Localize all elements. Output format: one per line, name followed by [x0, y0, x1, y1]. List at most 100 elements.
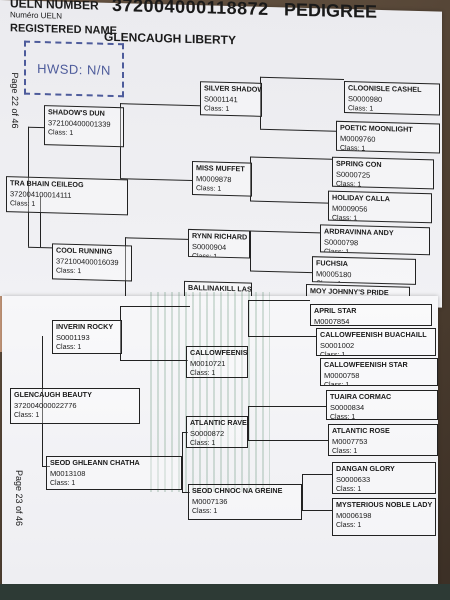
page-label-top: Page 22 of 46	[10, 72, 20, 129]
horse-name: SHADOW'S DUN	[48, 107, 105, 118]
pedigree-box: ATLANTIC ROSE M0007753 Class: 1	[328, 424, 438, 456]
pedigree-box-dam: GLENCAUGH BEAUTY 372004000022776 Class: …	[10, 388, 140, 424]
pedigree-box: SEOD CHNOC NA GREINE M0007136 Class: 1	[188, 484, 302, 520]
horse-name: ATLANTIC ROSE	[332, 426, 390, 435]
horse-name: ARDRAVINNA ANDY	[324, 226, 394, 238]
horse-id: 372004000022776	[14, 401, 77, 410]
horse-class: Class: 1	[192, 508, 218, 515]
connector	[250, 270, 312, 274]
pedigree-box: HOLIDAY CALLA M0009056 Class: 1	[328, 190, 432, 224]
pedigree-box: ATLANTIC RAVEN S0000872 Class: 1	[186, 416, 248, 448]
horse-class: Class: 1	[192, 253, 218, 259]
connector	[260, 76, 344, 81]
horse-id: M0010721	[190, 359, 226, 368]
horse-class: Class: 1	[190, 440, 216, 447]
horse-name: MYSTERIOUS NOBLE LADY	[336, 500, 433, 509]
horse-name: APRIL STAR	[314, 306, 357, 315]
horse-id: S0000872	[190, 429, 225, 438]
horse-id: 372004100014111	[10, 189, 72, 200]
connector	[248, 336, 316, 337]
page-label-bottom: Page 23 of 46	[14, 470, 24, 527]
horse-name: TRA BHAIN CEILEOG	[10, 178, 84, 190]
horse-id: M0009760	[340, 133, 376, 144]
horse-id: 372100400001339	[48, 118, 111, 129]
horse-id: S0000798	[324, 237, 359, 248]
horse-id: S0001193	[56, 333, 90, 342]
pedigree-page-bottom: Page 23 of 46 GLENCAUGH BEAUTY 372004000…	[2, 292, 438, 586]
pedigree-box: COOL RUNNING 372100400016039 Class: 1	[52, 243, 132, 282]
horse-name: DANGAN GLORY	[336, 464, 395, 473]
horse-name: CLOONISLE CASHEL	[348, 83, 422, 95]
horse-id: S0000633	[336, 475, 371, 484]
connector	[302, 510, 332, 511]
connector	[182, 432, 188, 433]
horse-name: SILVER SHADOW	[204, 83, 262, 94]
horse-name: MISS MUFFET	[196, 163, 245, 174]
hwsd-stamp: HWSD: N/N	[24, 40, 124, 98]
horse-name: RYNN RICHARD	[192, 231, 248, 242]
pedigree-box: TUAIRA CORMAC S0000834 Class: 1	[326, 390, 438, 420]
pedigree-box: CALLOWFEENISH BUACHAILL S0001002 Class: …	[316, 328, 436, 356]
pedigree-box: CLOONISLE CASHEL S0000980 Class: 1	[344, 81, 440, 116]
horse-name: CALLOWFEENISH BUACHAILL	[320, 330, 427, 339]
horse-name: INVERIN ROCKY	[56, 322, 114, 331]
horse-class: Class: 1	[348, 105, 374, 113]
horse-class: Class: 1	[50, 480, 76, 487]
pedigree-page-top: UELN NUMBER 372004000118872 PEDIGREE Num…	[0, 0, 442, 309]
connector	[120, 306, 190, 307]
horse-id: M0013108	[50, 469, 86, 478]
connector	[250, 230, 251, 271]
horse-class: Class: 1	[56, 344, 82, 351]
hwsd-stamp-text: HWSD: N/N	[37, 60, 111, 78]
pedigree-box: CALLOWFEENISH MIST M0010721 Class: 1	[186, 346, 248, 378]
pedigree-box: ARDRAVINNA ANDY S0000798 Class: 1	[320, 224, 430, 256]
horse-class: Class: 1	[48, 129, 74, 137]
horse-id: M0005180	[316, 269, 352, 280]
horse-class: Class: 1	[56, 267, 82, 276]
connector	[42, 396, 43, 466]
horse-id: S0000834	[330, 403, 365, 412]
connector	[248, 406, 249, 440]
pedigree-box: SHADOW'S DUN 372100400001339 Class: 1	[44, 105, 124, 148]
connector	[182, 432, 183, 492]
pedigree-box: SEOD GHLEANN CHATHA M0013108 Class: 1	[46, 456, 182, 490]
pedigree-box: SPRING CON S0000725 Class: 1	[332, 156, 434, 190]
watermark-stripes	[150, 292, 270, 492]
horse-id: S0000725	[336, 169, 371, 180]
horse-id: M0009878	[196, 174, 232, 185]
connector	[120, 360, 188, 361]
horse-id: M0007753	[332, 437, 368, 446]
horse-id: M0000758	[324, 371, 360, 380]
horse-id: S0001002	[320, 341, 355, 350]
connector	[248, 440, 328, 441]
horse-class: Class: 1	[196, 185, 222, 193]
horse-name: POETIC MOONLIGHT	[340, 122, 413, 134]
horse-class: Class: 1	[190, 370, 216, 377]
horse-name: SPRING CON	[336, 158, 382, 169]
horse-name: CALLOWFEENISH STAR	[324, 360, 408, 369]
horse-class: Class: 1	[332, 214, 358, 223]
connector	[248, 300, 310, 301]
horse-class: Class: 1	[336, 486, 362, 493]
horse-class: Class: 1	[10, 200, 36, 208]
horse-id: S0000980	[348, 94, 383, 105]
horse-name: GLENCAUGH BEAUTY	[14, 390, 92, 399]
pedigree-box: INVERIN ROCKY S0001193 Class: 1	[52, 320, 122, 354]
horse-name: COOL RUNNING	[56, 245, 113, 256]
horse-name: CALLOWFEENISH MIST	[190, 348, 248, 357]
pedigree-box: FUCHSIA M0005180 Class: 1	[312, 256, 416, 285]
horse-class: Class: 1	[340, 144, 366, 153]
horse-name: SEOD CHNOC NA GREINE	[192, 486, 283, 495]
horse-id: S0001141	[204, 94, 238, 105]
connector	[248, 300, 249, 336]
horse-class: Class: 1	[14, 412, 40, 419]
horse-name: TUAIRA CORMAC	[330, 392, 392, 401]
pedigree-box: MYSTERIOUS NOBLE LADY M0006198 Class: 1	[332, 498, 436, 536]
horse-id: M0007854	[314, 317, 350, 326]
horse-class: Class: 1	[324, 248, 350, 256]
connector	[248, 406, 326, 407]
pedigree-box: RYNN RICHARD S0000904 Class: 1	[188, 228, 250, 259]
connector	[120, 178, 192, 182]
connector	[28, 126, 44, 129]
connector	[120, 103, 200, 107]
